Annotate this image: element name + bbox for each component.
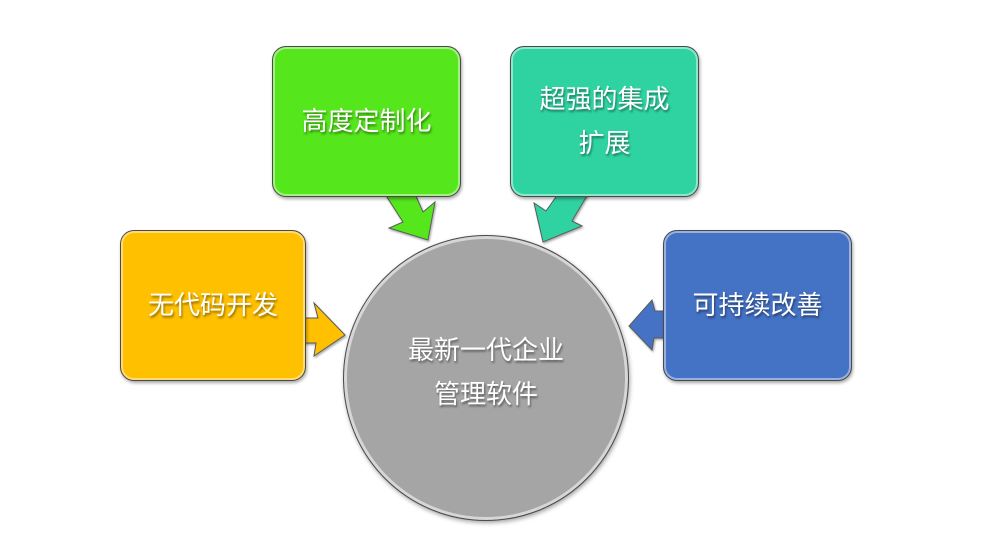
- arrow-integration-icon: [533, 193, 589, 243]
- center-label-line1: 最新一代企业: [407, 336, 564, 366]
- node-integration: 超强的集成 扩展: [510, 46, 699, 197]
- arrow-no-code-icon: [299, 301, 346, 358]
- node-integration-label-line2: 扩展: [578, 128, 631, 159]
- node-customization: 高度定制化: [272, 46, 461, 197]
- node-no-code-label: 无代码开发: [147, 290, 278, 321]
- node-customization-label: 高度定制化: [301, 106, 432, 137]
- center-node: 最新一代企业 管理软件: [343, 235, 629, 521]
- node-integration-label-line1: 超强的集成: [539, 84, 670, 115]
- node-improvement: 可持续改善: [663, 230, 852, 381]
- center-label-line2: 管理软件: [433, 380, 538, 410]
- node-improvement-label: 可持续改善: [692, 290, 823, 321]
- arrow-customization-icon: [384, 193, 436, 241]
- node-no-code: 无代码开发: [120, 230, 306, 381]
